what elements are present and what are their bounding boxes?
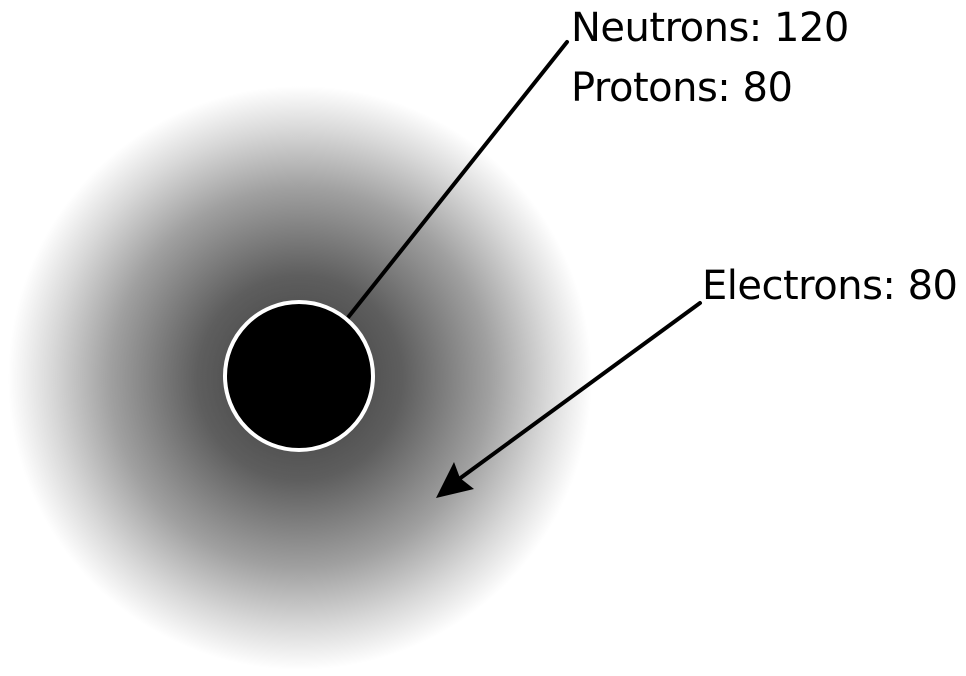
protons-label: Protons: 80 — [571, 65, 793, 111]
nucleus-leader-line — [344, 40, 569, 322]
neutrons-label: Neutrons: 120 — [571, 5, 849, 51]
electrons-label: Electrons: 80 — [702, 263, 958, 309]
nucleus — [223, 300, 375, 452]
electron-arrow-line — [453, 301, 702, 484]
electron-arrowhead — [436, 462, 474, 498]
